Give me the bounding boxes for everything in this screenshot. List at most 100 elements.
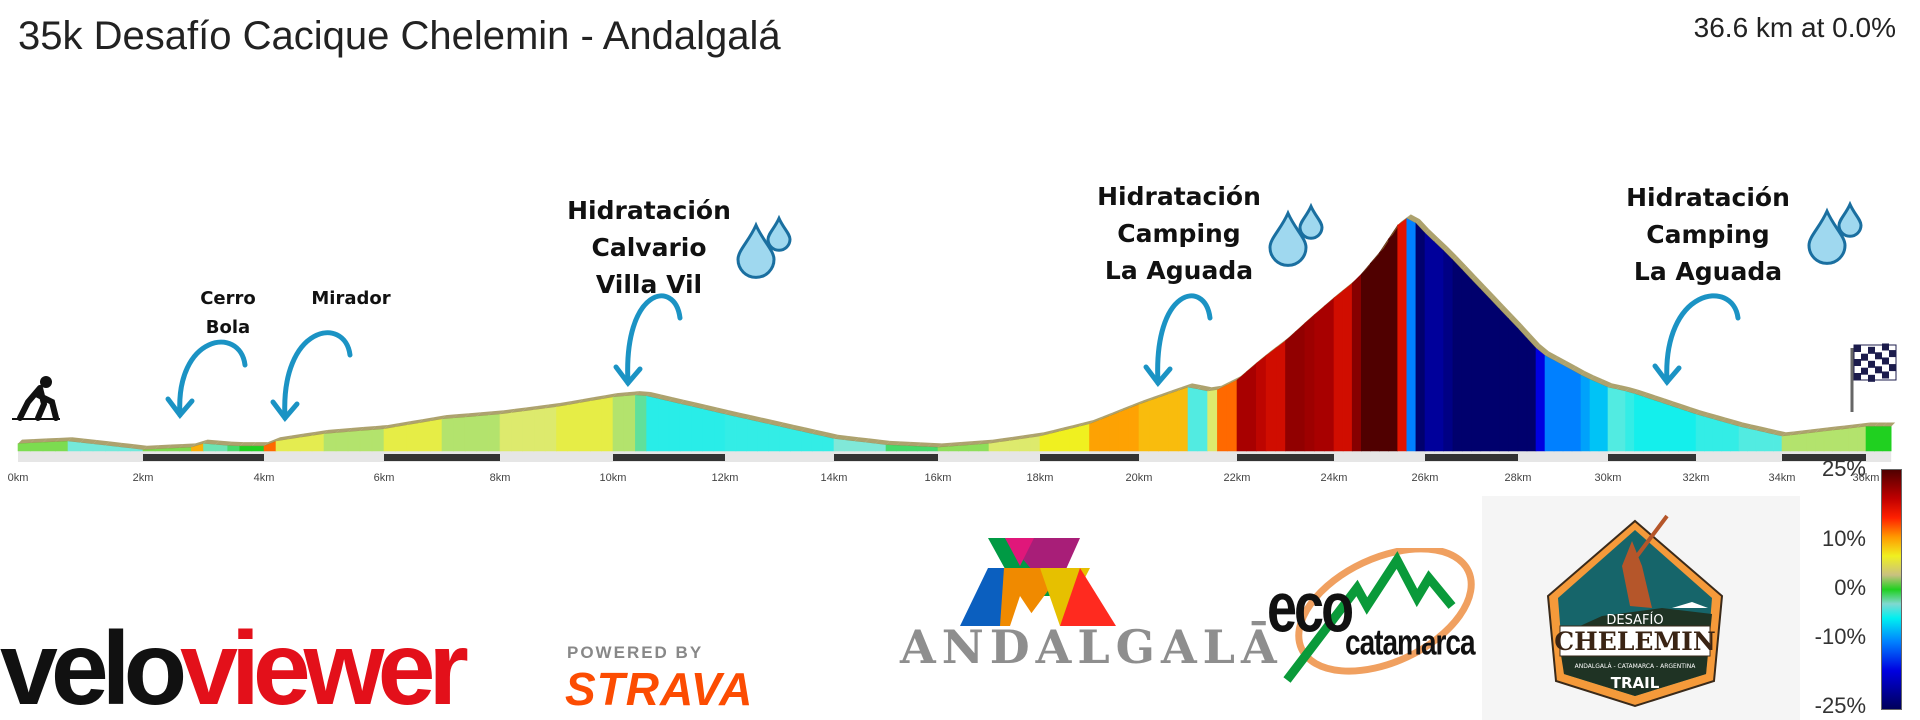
profile-segment (1589, 379, 1600, 452)
profile-segment-top (500, 408, 516, 415)
profile-segment (1452, 259, 1463, 452)
profile-segment (1798, 433, 1808, 452)
profile-segment-top (227, 441, 244, 447)
profile-segment-top (1452, 255, 1467, 270)
profile-segment (30, 442, 44, 452)
profile-segment-top (1773, 430, 1786, 437)
profile-segment-top (646, 391, 662, 399)
x-tick-label: 28km (1504, 472, 1532, 484)
annotation-line: La Aguada (1633, 257, 1783, 286)
profile-segment (1747, 428, 1757, 452)
profile-segment (1471, 278, 1482, 452)
profile-segment (215, 444, 228, 452)
profile-segment-top (1462, 265, 1476, 280)
profile-segment (275, 439, 289, 452)
profile-segment-top (635, 391, 651, 396)
profile-segment-top (886, 440, 901, 446)
profile-segment (1158, 393, 1169, 452)
profile-segment-top (601, 393, 617, 400)
profile-segment-top (1882, 422, 1896, 427)
profile-segment (885, 444, 897, 452)
profile-segment (67, 440, 81, 452)
profile-segment (1314, 305, 1325, 452)
badge-trail-text: TRAIL (1611, 674, 1660, 692)
profile-segment (1294, 322, 1306, 452)
profile-segment-top (1545, 351, 1558, 361)
annotation-line: Camping (1646, 220, 1770, 249)
profile-segment-top (1425, 229, 1439, 242)
profile-segment (1695, 413, 1705, 452)
profile-segment (746, 418, 759, 452)
profile-segment (1397, 217, 1408, 452)
profile-segment-top (757, 417, 773, 425)
distance-grade-readout: 36.6 km at 0.0% (1693, 12, 1896, 43)
profile-segment (916, 446, 928, 452)
profile-segment (1443, 249, 1454, 452)
profile-segment-top (533, 404, 550, 410)
profile-segment (1874, 426, 1884, 452)
profile-segment-top (1616, 385, 1630, 392)
profile-segment-top (130, 444, 147, 450)
profile-segment (1642, 396, 1653, 452)
profile-segment-top (93, 440, 110, 446)
profile-segment (947, 445, 959, 452)
profile-segment (1039, 433, 1051, 452)
profile-segment (1342, 282, 1353, 452)
profile-segment (1562, 364, 1573, 452)
profile-segment-top (395, 421, 412, 427)
badge-chelemin-text: CHELEMIN (1554, 627, 1715, 656)
profile-segment (1781, 434, 1791, 452)
profile-segment (1099, 415, 1110, 452)
profile-segment-top (1634, 389, 1648, 397)
profile-segment-top (1824, 426, 1837, 432)
profile-segment-top (1599, 379, 1612, 388)
profile-segment (1361, 262, 1371, 452)
profile-segment (1616, 388, 1626, 452)
profile-segment-top (1536, 344, 1549, 356)
profile-segment-top (725, 410, 740, 417)
x-tick-label: 32km (1682, 472, 1710, 484)
profile-segment-top (511, 407, 527, 413)
profile-segment-top (1334, 286, 1348, 298)
profile-segment-top (669, 397, 685, 404)
profile-segment-top (1563, 361, 1576, 371)
annotation-line: Bola (205, 317, 251, 338)
profile-segment-top (938, 442, 953, 448)
profile-segment (395, 424, 408, 452)
profile-segment (1424, 232, 1435, 452)
profile-segment-top (1508, 314, 1522, 329)
profile-segment-top (1109, 408, 1124, 417)
profile-segment (958, 444, 969, 452)
profile-segment-top (1764, 428, 1778, 435)
profile-segment-top (1687, 407, 1700, 415)
profile-segment-top (1443, 246, 1457, 260)
profile-segment (323, 432, 337, 452)
profile-segment (1029, 435, 1041, 452)
x-tick-label: 30km (1594, 472, 1622, 484)
profile-segment-top (768, 420, 784, 427)
runner-start-icon (12, 376, 60, 421)
profile-segment-top (80, 438, 97, 445)
profile-segment-top (1148, 393, 1163, 402)
profile-segment (612, 395, 625, 452)
profile-segment (441, 417, 454, 452)
x-tick-label: 34km (1768, 472, 1796, 484)
km-band (1425, 454, 1518, 461)
annotation-line: Mirador (311, 288, 391, 309)
km-band (384, 454, 500, 461)
profile-segment (679, 403, 692, 452)
profile-segment (488, 413, 501, 452)
profile-segment-top (167, 443, 184, 449)
profile-segment-top (1518, 324, 1531, 339)
profile-segment (1324, 297, 1335, 452)
profile-segment-top (251, 442, 268, 447)
profile-segment-top (522, 405, 538, 412)
annotation-mirador: Mirador (311, 284, 390, 313)
profile-segment-top (1840, 424, 1854, 430)
profile-segment (906, 445, 918, 452)
water-drops-icon (736, 214, 792, 279)
profile-segment (790, 428, 802, 452)
profile-segment (567, 402, 580, 452)
profile-segment (1625, 390, 1635, 452)
profile-segment-top (1874, 422, 1887, 427)
